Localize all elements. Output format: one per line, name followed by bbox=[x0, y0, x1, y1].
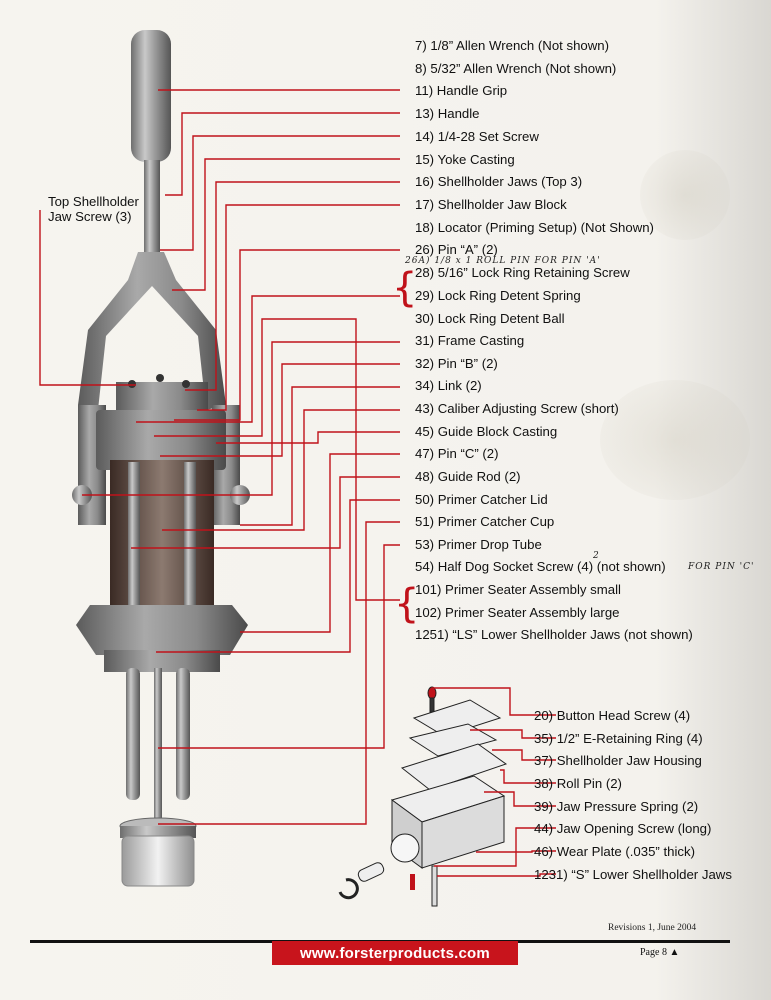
website-banner[interactable]: www.forsterproducts.com bbox=[272, 941, 518, 965]
page-stain bbox=[600, 380, 750, 500]
handwritten-note-2: 2 bbox=[593, 551, 600, 561]
part-label-51: 51) Primer Catcher Cup bbox=[415, 514, 555, 529]
part-label-38: 38) Roll Pin (2) bbox=[534, 776, 622, 791]
e-retaining-ring bbox=[408, 723, 498, 757]
part-label-14: 14) 1/4-28 Set Screw bbox=[415, 129, 539, 144]
part-label-32: 32) Pin “B” (2) bbox=[415, 356, 498, 371]
part-label-46: 46) Wear Plate (.035” thick) bbox=[534, 844, 695, 859]
group-bracket: { bbox=[392, 265, 418, 311]
jaw-housing-bore bbox=[390, 833, 420, 863]
part-label-13: 13) Handle bbox=[415, 106, 480, 121]
part-label-47: 47) Pin “C” (2) bbox=[415, 446, 499, 461]
part-label-15: 15) Yoke Casting bbox=[415, 152, 515, 167]
revision-note: Revisions 1, June 2004 bbox=[608, 923, 697, 933]
part-label-45: 45) Guide Block Casting bbox=[415, 424, 558, 439]
part-label-17: 17) Shellholder Jaw Block bbox=[415, 197, 567, 212]
shellholder-jaw bbox=[412, 699, 502, 737]
website-url[interactable]: www.forsterproducts.com bbox=[300, 944, 490, 962]
part-label-102: 102) Primer Seater Assembly large bbox=[415, 605, 620, 620]
leader-lines bbox=[39, 89, 556, 877]
jaw-opening-screw bbox=[431, 865, 438, 907]
handwritten-note-26a: 26A) 1/8 x 1 ROLL PIN FOR PIN 'A' bbox=[405, 256, 601, 266]
guide-rod bbox=[128, 462, 140, 612]
part-label-101: 101) Primer Seater Assembly small bbox=[415, 582, 621, 597]
yoke-casting bbox=[78, 252, 226, 410]
group-bracket: { bbox=[394, 581, 420, 627]
handwritten-note-pin-c: FOR PIN 'C' bbox=[688, 562, 755, 572]
top-shellholder-jaw-screw-label: Top Shellholder Jaw Screw (3) bbox=[48, 194, 139, 224]
wear-plate bbox=[400, 743, 508, 791]
part-label-48: 48) Guide Rod (2) bbox=[415, 469, 521, 484]
part-label-50: 50) Primer Catcher Lid bbox=[415, 492, 548, 507]
primer-catcher-lid bbox=[120, 826, 196, 838]
part-label-20: 20) Button Head Screw (4) bbox=[534, 708, 691, 723]
part-label-31: 31) Frame Casting bbox=[415, 333, 525, 348]
part-label-39: 39) Jaw Pressure Spring (2) bbox=[534, 799, 699, 814]
primer-drop-tube bbox=[154, 668, 162, 818]
handle-grip bbox=[131, 30, 171, 162]
part-label-26: 26) Pin “A” (2) bbox=[415, 242, 498, 257]
part-label-1231: 1231) “S” Lower Shellholder Jaws bbox=[534, 867, 732, 882]
roll-pin bbox=[357, 862, 385, 882]
part-label-44: 44) Jaw Opening Screw (long) bbox=[534, 821, 712, 836]
shellholder-exploded-view bbox=[338, 686, 508, 907]
lower-rod bbox=[176, 668, 190, 800]
handle-shaft bbox=[144, 160, 160, 258]
frame-casting bbox=[76, 605, 248, 655]
part-label-11: 11) Handle Grip bbox=[415, 83, 508, 98]
part-label-35: 35) 1/2” E-Retaining Ring (4) bbox=[534, 731, 703, 746]
part-label-28: 28) 5/16” Lock Ring Retaining Screw bbox=[415, 265, 630, 280]
guide-rod bbox=[184, 462, 196, 612]
part-label-18: 18) Locator (Priming Setup) (Not Shown) bbox=[415, 220, 654, 235]
e-ring-clip bbox=[338, 878, 359, 900]
lower-rod bbox=[126, 668, 140, 800]
part-label-37: 37) Shellholder Jaw Housing bbox=[534, 753, 702, 768]
page-number: Page 8 ▲ bbox=[640, 947, 680, 958]
part-label-29: 29) Lock Ring Detent Spring bbox=[415, 288, 581, 303]
part-label-30: 30) Lock Ring Detent Ball bbox=[415, 311, 565, 326]
guide-block bbox=[96, 410, 226, 470]
tool-body bbox=[72, 30, 250, 887]
part-label-54: 54) Half Dog Socket Screw (4) (not shown… bbox=[415, 559, 666, 574]
page-stain bbox=[640, 150, 730, 240]
frame-core bbox=[110, 460, 214, 610]
part-label-34: 34) Link (2) bbox=[415, 378, 482, 393]
part-label-16: 16) Shellholder Jaws (Top 3) bbox=[415, 174, 583, 189]
primer-catcher-cup bbox=[121, 835, 195, 887]
part-label-53: 53) Primer Drop Tube bbox=[415, 537, 542, 552]
part-label-43: 43) Caliber Adjusting Screw (short) bbox=[415, 401, 619, 416]
part-label-8: 8) 5/32” Allen Wrench (Not shown) bbox=[415, 61, 617, 76]
part-label-1251: 1251) “LS” Lower Shellholder Jaws (not s… bbox=[415, 627, 693, 642]
part-label-7: 7) 1/8” Allen Wrench (Not shown) bbox=[415, 38, 609, 53]
